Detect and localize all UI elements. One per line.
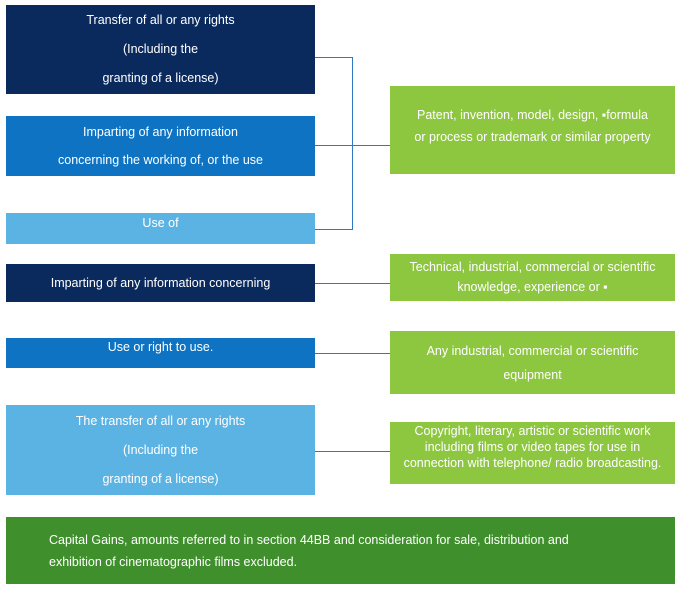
connector-technical [315,283,390,284]
capital-gains-line-2: exhibition of cinematographic films excl… [49,554,298,569]
connector-to-patent [352,145,390,146]
transfer-rights-box: Transfer of all or any rights (Including… [6,5,315,94]
imparting-info-concerning-label: Imparting of any information concerning [50,276,271,290]
connector-bottom [315,229,353,230]
transfer-rights-line-1: Transfer of all or any rights [86,13,235,27]
copyright-line-3: connection with telephone/ radio broadca… [403,456,662,470]
patent-box: Patent, invention, model, design, ▪formu… [390,86,675,174]
technical-line-2: knowledge, experience or ▪ [457,280,608,294]
imparting-info-working-line-2: concerning the working of, or the use [58,153,263,167]
transfer-rights-2-line-3: granting of a license) [102,471,219,486]
connector-bracket [352,57,353,230]
use-of-box: Use of [6,213,315,244]
imparting-info-working-line-1: Imparting of any information [83,125,238,139]
use-of-label: Use of [142,216,179,230]
technical-box: Technical, industrial, commercial or sci… [390,254,675,301]
connector-copyright [315,451,390,452]
transfer-rights-2-line-2: (Including the [122,442,199,457]
patent-line-2: or process or trademark or similar prope… [414,130,651,144]
technical-line-1: Technical, industrial, commercial or sci… [409,260,656,274]
capital-gains-line-1: Capital Gains, amounts referred to in se… [49,532,569,547]
transfer-rights-line-2: (Including the [122,42,199,56]
use-or-right-box: Use or right to use. [6,338,315,368]
copyright-line-1: Copyright, literary, artistic or scienti… [414,424,651,438]
transfer-rights-line-3: granting of a license) [102,71,219,85]
capital-gains-box: Capital Gains, amounts referred to in se… [6,517,675,584]
connector-equipment [315,353,390,354]
transfer-rights-2-box: The transfer of all or any rights (Inclu… [6,405,315,495]
equipment-line-2: equipment [503,367,562,382]
transfer-rights-2-line-1: The transfer of all or any rights [75,413,246,428]
connector-top [315,57,353,58]
copyright-line-2: including films or video tapes for use i… [424,440,641,454]
copyright-box: Copyright, literary, artistic or scienti… [390,422,675,484]
use-or-right-label: Use or right to use. [107,340,214,354]
imparting-info-working-box: Imparting of any information concerning … [6,116,315,176]
equipment-box: Any industrial, commercial or scientific… [390,331,675,394]
equipment-line-1: Any industrial, commercial or scientific [426,343,639,358]
connector-middle [315,145,353,146]
imparting-info-concerning-box: Imparting of any information concerning [6,264,315,302]
patent-line-1: Patent, invention, model, design, ▪formu… [417,108,648,122]
